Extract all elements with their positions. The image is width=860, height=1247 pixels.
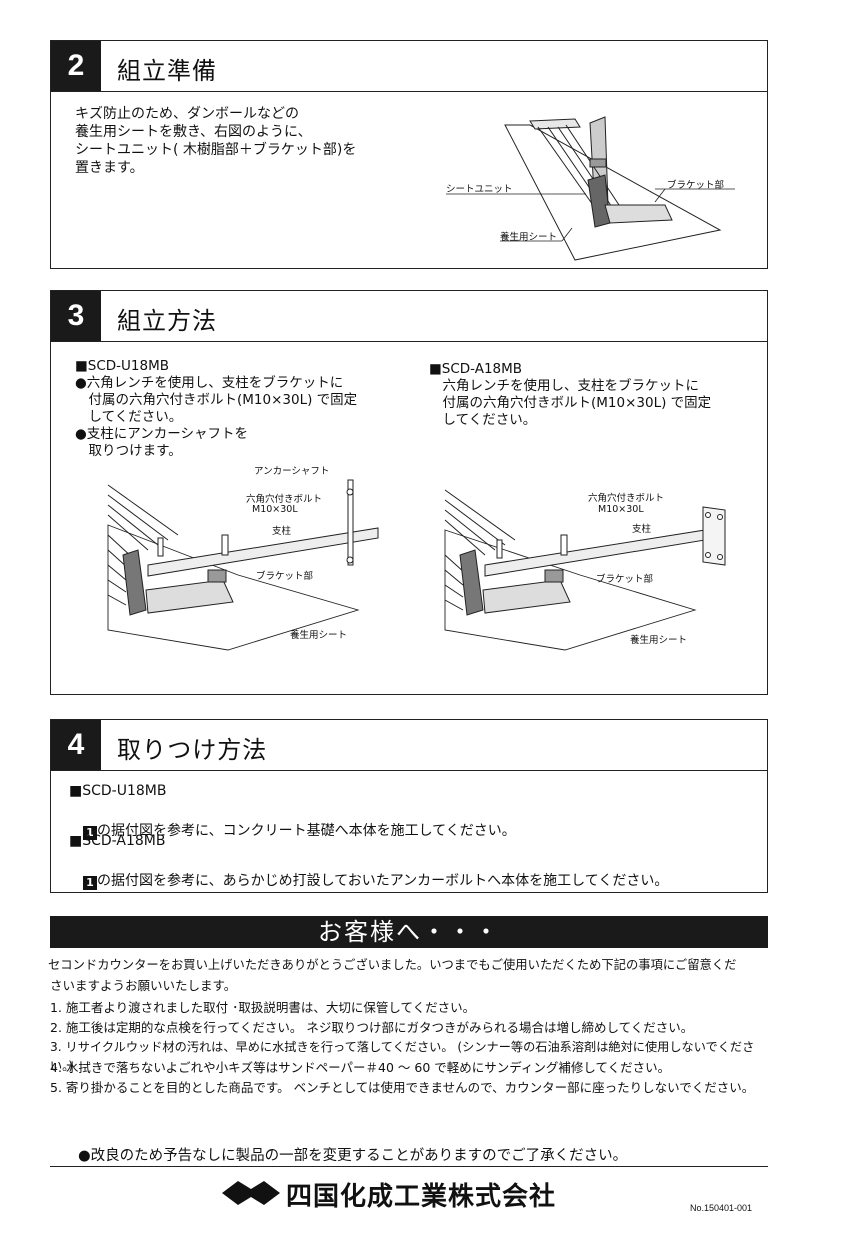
customer-intro-1: セコンドカウンターをお買い上げいただきありがとうございました。いつまでもご使用い… [48, 958, 737, 972]
customer-item: 4. 水拭きで落ちないよごれや小キズ等はサンドペーパー＃40 ～ 60 で軽めに… [50, 1060, 671, 1075]
label-post-a18: 支柱 [632, 524, 652, 535]
company-name: 四国化成工業株式会社 [286, 1182, 557, 1212]
label-cure-sheet-a18: 養生用シート [630, 635, 688, 646]
label-cure-sheet-u18: 養生用シート [290, 630, 348, 641]
customer-intro-2: さいますようお願いいたします。 [50, 978, 237, 993]
leader-sheet-unit [446, 193, 586, 195]
model-a18-heading: ■SCD-A18MB [69, 833, 166, 849]
section-number: 3 [51, 291, 101, 341]
ref-badge: 1 [83, 826, 97, 840]
section-title: 組立方法 [117, 307, 217, 335]
customer-item: 1. 施工者より渡されました取付 ･取扱説明書は、大切に保管してください。 [50, 1000, 476, 1015]
company-logo-icon [222, 1181, 280, 1205]
label-bolt-size-a18: M10×30L [598, 504, 644, 515]
label-post-u18: 支柱 [272, 526, 292, 537]
change-notice: ●改良のため予告なしに製品の一部を変更することがありますのでご了承ください。 [78, 1148, 628, 1164]
customer-item: 3. リサイクルウッド材の汚れは、早めに水拭きを行って落してください。 (シンナ… [50, 1040, 755, 1073]
customer-item: 5. 寄り掛かることを目的とした商品です。 ベンチとしては使用できませんので、カ… [50, 1080, 755, 1095]
section-3: 3 組立方法 ■SCD-U18MB ●六角レンチを使用し、支柱をブラケットに 付… [50, 290, 768, 695]
model-a18-heading: ■SCD-A18MB [429, 361, 523, 377]
leader-bracket [654, 188, 735, 203]
document-number: No.150401-001 [690, 1203, 753, 1213]
section-2: 2 組立準備 キズ防止のため、ダンボールなどの 養生用シートを敷き、右図のように… [50, 40, 768, 269]
section-2-text: キズ防止のため、ダンボールなどの 養生用シートを敷き、右図のように、 シートユニ… [75, 106, 357, 176]
section-header: 2 組立準備 [51, 41, 767, 92]
label-bracket-a18: ブラケット部 [596, 574, 654, 585]
install-u18-text: の据付図を参考に、コンクリート基礎へ本体を施工してください。 [97, 823, 516, 839]
u18-assembly-illustration [107, 479, 379, 651]
section-number: 4 [51, 720, 101, 770]
ref-badge: 1 [83, 876, 97, 890]
model-a18-text: 六角レンチを使用し、支柱をブラケットに 付属の六角穴付きボルト(M10×30L)… [442, 378, 712, 428]
section-title: 組立準備 [117, 57, 217, 85]
label-bolt-size-u18: M10×30L [252, 504, 298, 515]
model-u18-heading: ■SCD-U18MB [75, 358, 169, 374]
footer-divider [50, 1166, 768, 1167]
leader-cure-sheet [500, 227, 573, 242]
install-a18-text: の据付図を参考に、あらかじめ打設しておいたアンカーボルトへ本体を施工してください… [97, 873, 669, 889]
label-hex-bolt-u18: 六角穴付きボルト [246, 494, 323, 505]
label-cure-sheet: 養生用シート [500, 232, 558, 243]
model-u18-heading: ■SCD-U18MB [69, 783, 167, 799]
label-bracket-u18: ブラケット部 [256, 571, 314, 582]
label-hex-bolt-a18: 六角穴付きボルト [588, 493, 665, 504]
label-sheet-unit: シートユニット [446, 184, 513, 195]
customer-item: 2. 施工後は定期的な点検を行ってください。 ネジ取りつけ部にガタつきがみられる… [50, 1020, 694, 1035]
section-header: 3 組立方法 [51, 291, 767, 342]
sheet-unit-illustration [504, 116, 722, 261]
section-title: 取りつけ方法 [117, 736, 268, 764]
section-header: 4 取りつけ方法 [51, 720, 767, 771]
customer-heading: お客様へ・・・ [50, 916, 768, 948]
label-anchor-shaft-u18: アンカーシャフト [254, 466, 330, 477]
label-bracket: ブラケット部 [667, 180, 725, 191]
model-u18-text: ●六角レンチを使用し、支柱をブラケットに 付属の六角穴付きボルト(M10×30L… [75, 375, 358, 459]
a18-assembly-illustration [444, 489, 726, 651]
section-number: 2 [51, 41, 101, 91]
